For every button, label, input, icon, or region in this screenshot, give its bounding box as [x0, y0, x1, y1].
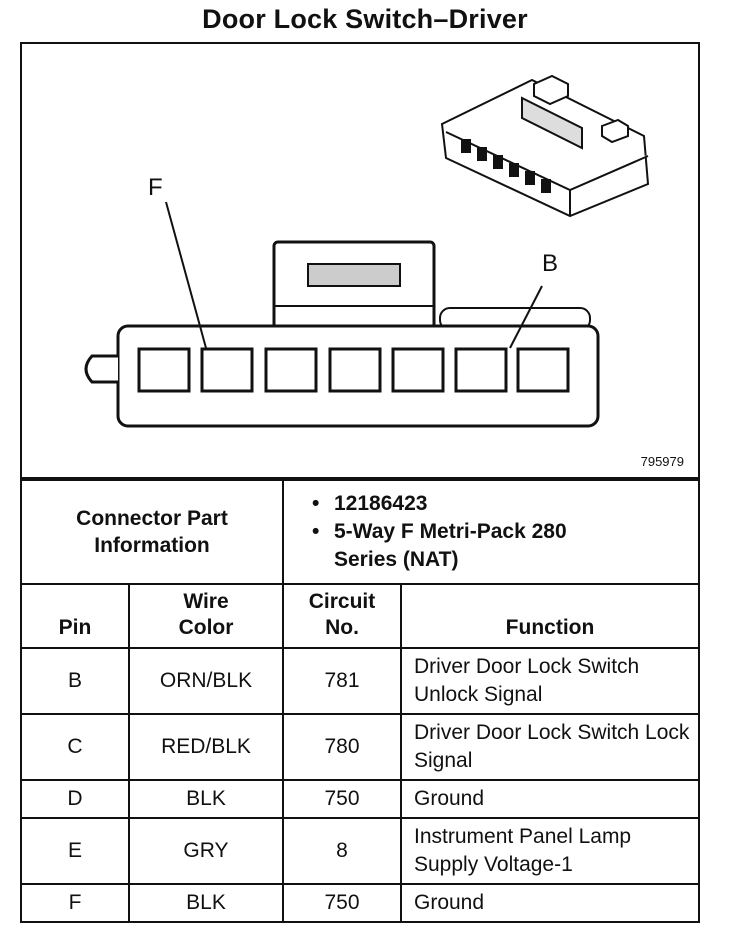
table-row: F BLK 750 Ground: [20, 883, 700, 923]
pin-cavities: [137, 347, 570, 393]
circuit-cell: 8: [282, 817, 402, 885]
function-cell: Ground: [400, 779, 700, 819]
table-row: C RED/BLK 780 Driver Door Lock Switch Lo…: [20, 713, 700, 781]
circuit-cell: 781: [282, 647, 402, 715]
part-description: 5-Way F Metri-Pack 280 Series (NAT): [312, 518, 584, 574]
pin-table: Pin Wire Color Circuit No. Function B OR…: [20, 583, 700, 923]
function-cell: Driver Door Lock Switch Lock Signal: [400, 713, 700, 781]
function-text: Driver Door Lock Switch Unlock Signal: [414, 655, 640, 706]
wire-color-cell: RED/BLK: [128, 713, 284, 781]
connector-illustration-icon: [440, 74, 650, 218]
leader-line-b: [509, 285, 543, 349]
circuit-cell: 780: [282, 713, 402, 781]
reference-number: 795979: [640, 454, 684, 469]
function-text: Driver Door Lock Switch Lock Signal: [414, 721, 690, 772]
connector-drawing: [84, 74, 650, 428]
wire-color-cell: GRY: [128, 817, 284, 885]
header-circuit-text: Circuit No.: [308, 590, 376, 639]
connector-info-label-text: Connector Part Information: [76, 507, 228, 557]
pin-label-f: F: [148, 174, 163, 201]
circuit-cell: 750: [282, 779, 402, 819]
function-text: Instrument Panel Lamp Supply Voltage-1: [414, 825, 632, 876]
function-cell: Ground: [400, 883, 700, 923]
table-row: E GRY 8 Instrument Panel Lamp Supply Vol…: [20, 817, 700, 885]
connector-info-list: 12186423 5-Way F Metri-Pack 280 Series (…: [282, 479, 700, 585]
circuit-cell: 750: [282, 883, 402, 923]
header-function: Function: [400, 583, 700, 649]
part-number: 12186423: [312, 490, 698, 518]
pin-table-header: Pin Wire Color Circuit No. Function: [20, 583, 700, 649]
table-row: B ORN/BLK 781 Driver Door Lock Switch Un…: [20, 647, 700, 715]
connector-face: [84, 240, 600, 428]
pin-cell: C: [20, 713, 130, 781]
header-circuit: Circuit No.: [282, 583, 402, 649]
connector-info-label: Connector Part Information: [20, 479, 284, 585]
function-text: Ground: [414, 787, 485, 810]
leader-line-f: [165, 201, 207, 349]
header-wire-color: Wire Color: [128, 583, 284, 649]
connector-info-table: Connector Part Information 12186423 5-Wa…: [20, 479, 700, 585]
wire-color-cell: ORN/BLK: [128, 647, 284, 715]
header-wire-color-text: Wire Color: [178, 590, 234, 639]
pin-cell: E: [20, 817, 130, 885]
connector-diagram: F B 795979: [20, 42, 700, 479]
function-cell: Driver Door Lock Switch Unlock Signal: [400, 647, 700, 715]
function-text: Ground: [414, 891, 485, 914]
table-row: D BLK 750 Ground: [20, 779, 700, 819]
wire-color-cell: BLK: [128, 779, 284, 819]
function-cell: Instrument Panel Lamp Supply Voltage-1: [400, 817, 700, 885]
wire-color-cell: BLK: [128, 883, 284, 923]
page-title: Door Lock Switch–Driver: [202, 4, 528, 34]
header-pin: Pin: [20, 583, 130, 649]
pin-cell: F: [20, 883, 130, 923]
pin-cell: B: [20, 647, 130, 715]
pin-cell: D: [20, 779, 130, 819]
pin-label-b: B: [542, 250, 559, 277]
